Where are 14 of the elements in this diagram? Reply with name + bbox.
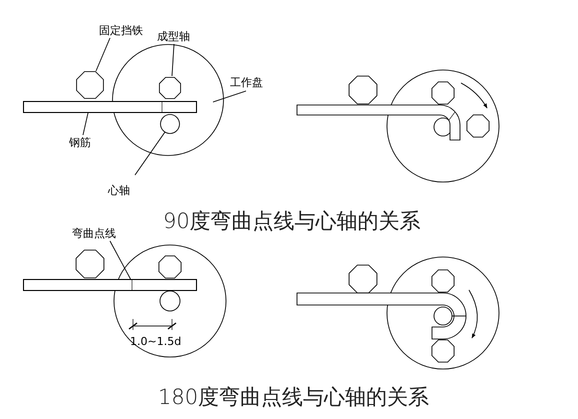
part-label: 工作盘 <box>230 76 263 89</box>
part-label: 成型轴 <box>157 30 190 43</box>
leader-line <box>134 132 166 176</box>
leader-line <box>96 38 110 72</box>
part-label: 心轴 <box>108 184 130 197</box>
leader-line <box>110 240 132 280</box>
caption-text: 90度弯曲点线与心轴的关系 <box>163 209 421 233</box>
part-label: 钢筋 <box>69 136 91 149</box>
part-label: 弯曲点线 <box>72 227 116 240</box>
part-label: 固定挡铁 <box>99 24 143 37</box>
leader-line <box>212 90 246 102</box>
caption-text: 180度弯曲点线与心轴的关系 <box>158 385 430 409</box>
leader-line <box>82 112 88 136</box>
dimension-label: 1.0~1.5d <box>130 335 182 348</box>
